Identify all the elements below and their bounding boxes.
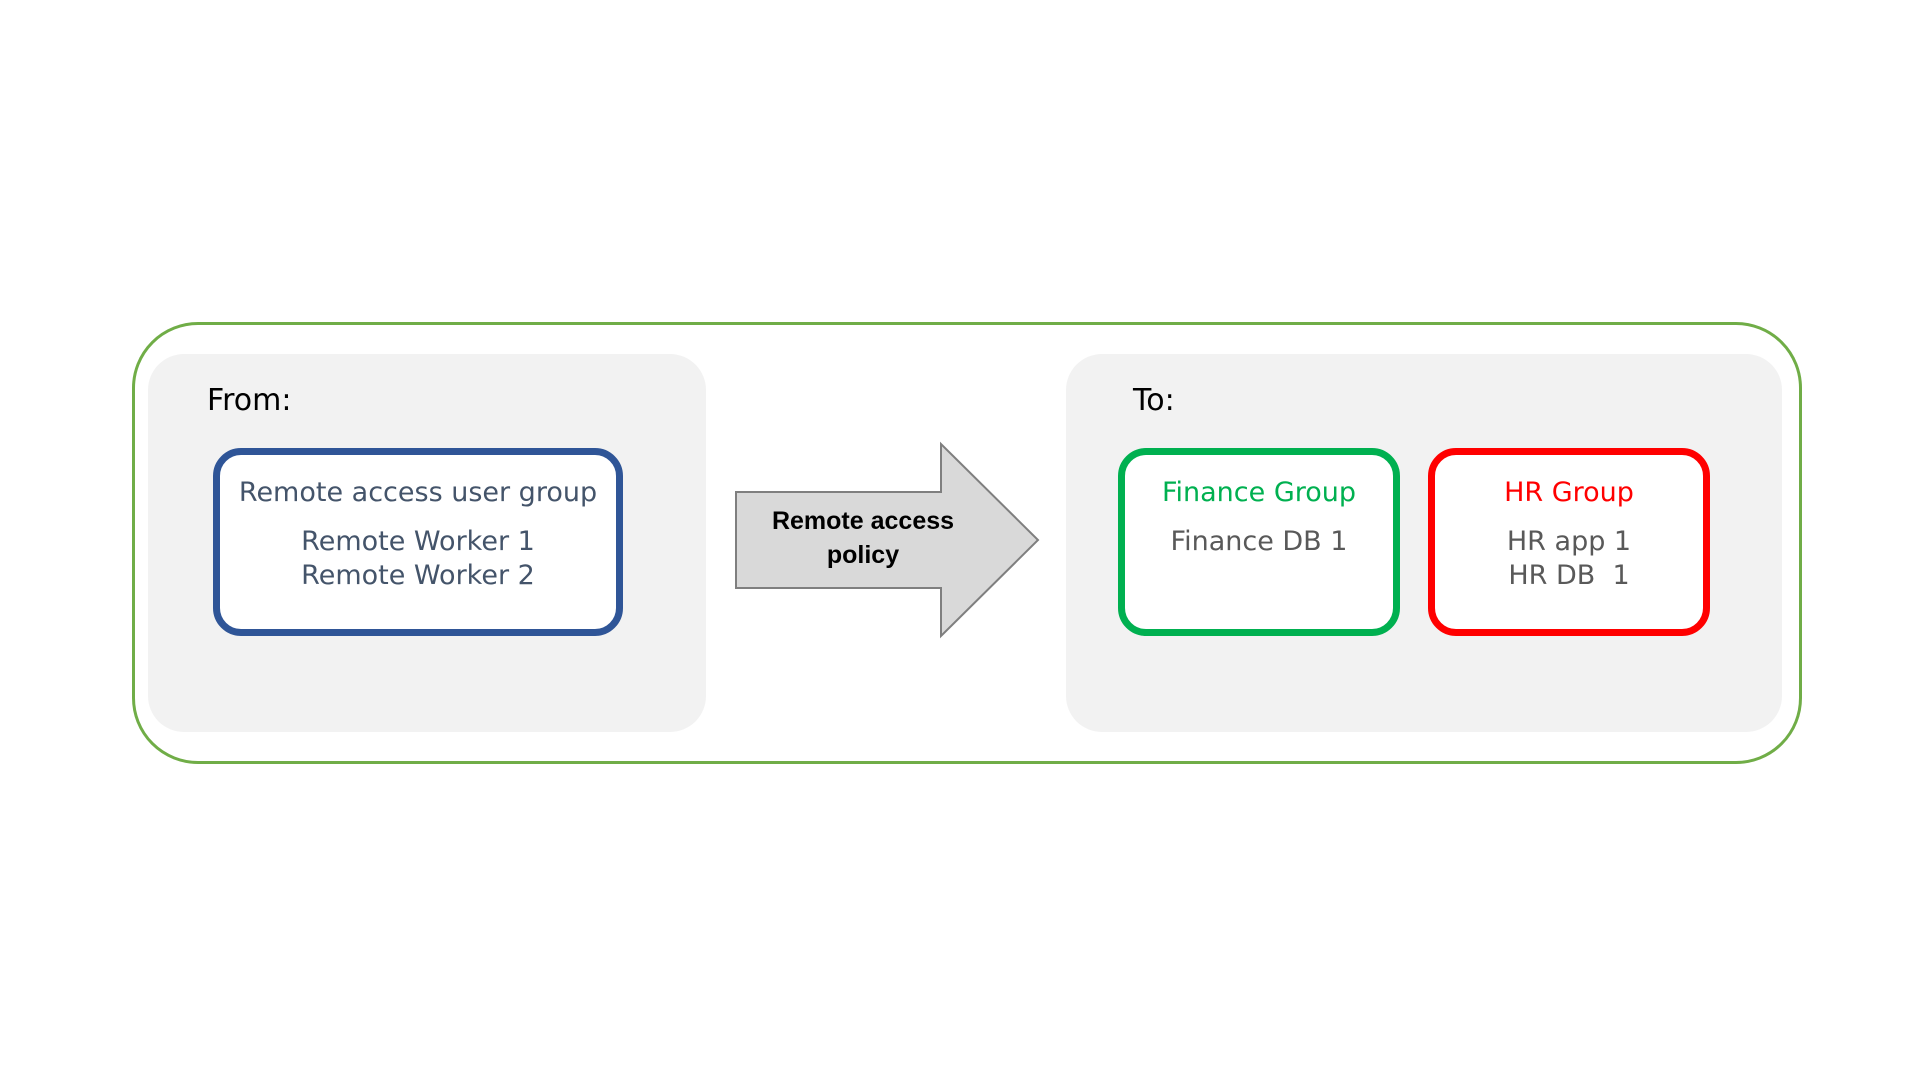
policy-label: Remote access policy bbox=[734, 504, 992, 572]
finance-group-box: Finance Group Finance DB 1 bbox=[1118, 448, 1400, 636]
to-label: To: bbox=[1133, 383, 1175, 418]
finance-group-title: Finance Group bbox=[1161, 477, 1357, 508]
right-arrow-icon bbox=[735, 441, 1040, 639]
finance-group-members: Finance DB 1 bbox=[1125, 525, 1393, 559]
hr-group-member: HR DB 1 bbox=[1508, 560, 1630, 591]
user-group-member: Remote Worker 1 bbox=[301, 526, 535, 557]
policy-label-line2: policy bbox=[826, 541, 900, 569]
hr-group-box: HR Group HR app 1 HR DB 1 bbox=[1428, 448, 1710, 636]
hr-group-members: HR app 1 HR DB 1 bbox=[1435, 525, 1703, 593]
policy-frame bbox=[132, 322, 1802, 764]
remote-access-user-group-box: Remote access user group Remote Worker 1… bbox=[213, 448, 623, 636]
hr-group-title: HR Group bbox=[1504, 477, 1634, 508]
policy-arrow: Remote access policy bbox=[734, 440, 1040, 640]
user-group-member: Remote Worker 2 bbox=[301, 560, 535, 591]
user-group-title: Remote access user group bbox=[238, 477, 598, 508]
user-group-members: Remote Worker 1 Remote Worker 2 bbox=[220, 525, 616, 593]
from-label: From: bbox=[207, 383, 292, 418]
hr-group-member: HR app 1 bbox=[1506, 526, 1632, 557]
finance-group-member: Finance DB 1 bbox=[1170, 526, 1348, 557]
policy-label-line1: Remote access bbox=[771, 507, 955, 535]
